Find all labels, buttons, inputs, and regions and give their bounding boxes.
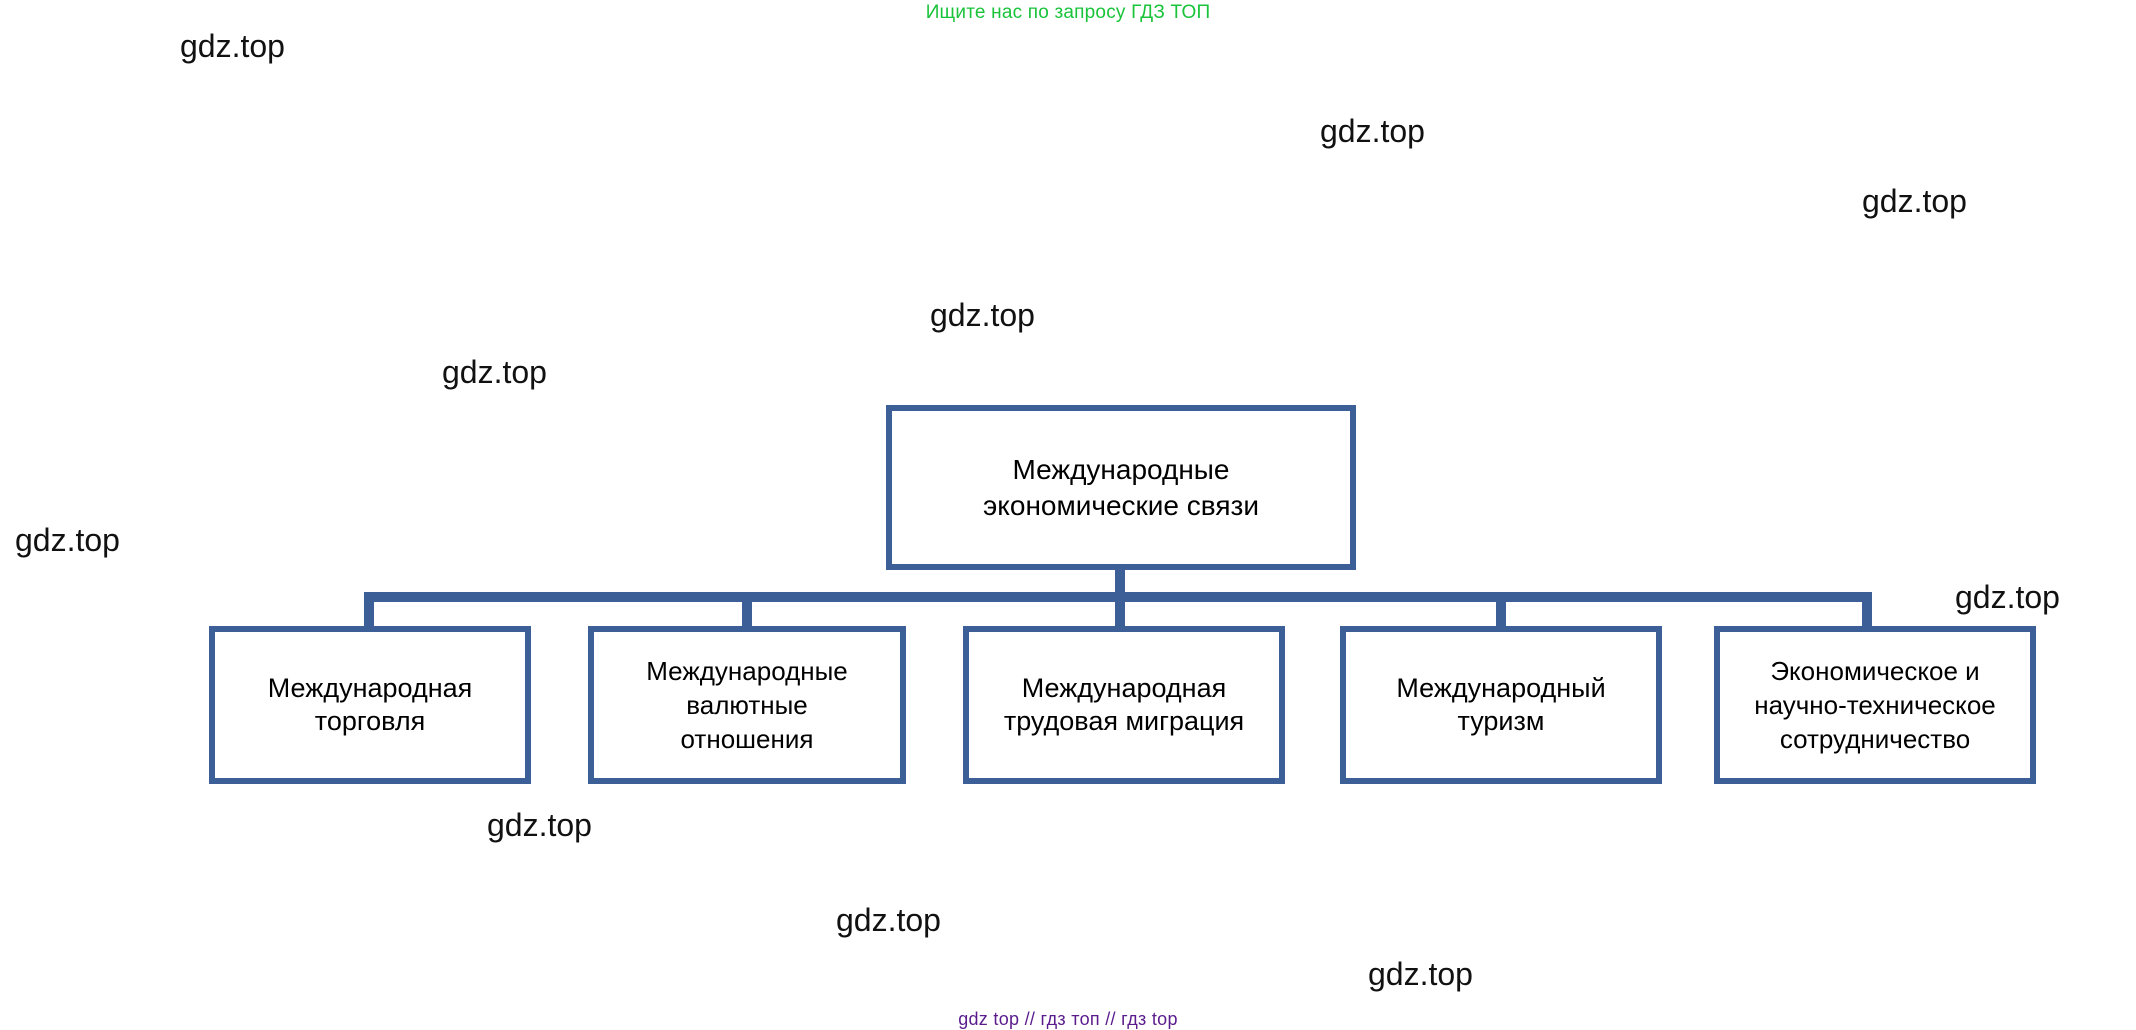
node-child-currency-relations: Международные валютные отношения: [588, 626, 906, 784]
node-child-international-trade: Международная торговля: [209, 626, 531, 784]
connector-trunk: [364, 592, 1872, 602]
node-child-3-label: Международный туризм: [1396, 673, 1606, 736]
node-child-4-label: Экономическое и научно-техническое сотру…: [1754, 656, 1996, 754]
watermark-1: gdz.top: [1320, 113, 1425, 149]
node-child-1-label: Международные валютные отношения: [646, 656, 848, 754]
connector-drop-4: [1862, 598, 1872, 628]
node-child-international-tourism: Международный туризм: [1340, 626, 1662, 784]
connector-drop-2: [1115, 598, 1125, 628]
watermark-8: gdz.top: [836, 902, 941, 938]
promo-top-text: Ищите нас по запросу ГДЗ ТОП: [925, 2, 1211, 23]
watermark-5: gdz.top: [15, 522, 120, 558]
node-root: Международные экономические связи: [886, 405, 1356, 570]
watermark-3: gdz.top: [930, 297, 1035, 333]
watermark-0: gdz.top: [180, 28, 285, 64]
node-child-0-label: Международная торговля: [267, 673, 473, 736]
promo-bottom-text: gdz top // гдз топ // гдз top: [958, 1009, 1178, 1029]
node-root-label: Международные экономические связи: [983, 453, 1259, 521]
watermark-4: gdz.top: [442, 354, 547, 390]
watermark-2: gdz.top: [1862, 183, 1967, 219]
node-child-2-label: Международная трудовая миграция: [1003, 673, 1245, 736]
connector-drop-3: [1496, 598, 1506, 628]
node-child-scientific-cooperation: Экономическое и научно-техническое сотру…: [1714, 626, 2036, 784]
connector-drop-0: [364, 598, 374, 628]
watermark-6: gdz.top: [1955, 579, 2060, 615]
connector-drop-1: [742, 598, 752, 628]
watermark-7: gdz.top: [487, 807, 592, 843]
node-child-labour-migration: Международная трудовая миграция: [963, 626, 1285, 784]
connector-root-stem: [1115, 568, 1125, 596]
watermark-9: gdz.top: [1368, 956, 1473, 992]
